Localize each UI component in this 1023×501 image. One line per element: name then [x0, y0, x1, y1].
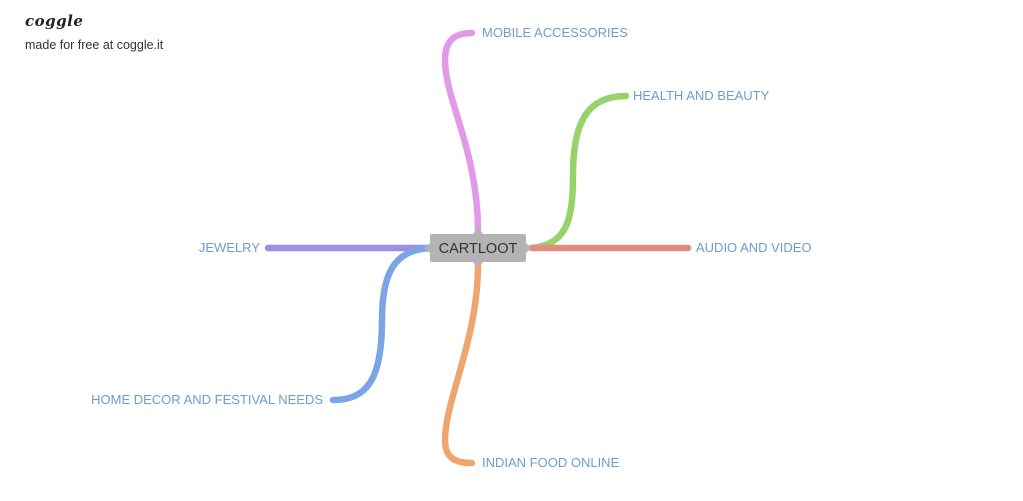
branch-label-mobile-accessories[interactable]: MOBILE ACCESSORIES: [482, 25, 628, 40]
branch-label-health-and-beauty[interactable]: HEALTH AND BEAUTY: [633, 88, 770, 103]
brand-tagline: made for free at coggle.it: [25, 38, 164, 52]
branch-label-home-decor-and-festival-needs[interactable]: HOME DECOR AND FESTIVAL NEEDS: [91, 392, 323, 407]
branch-connector-home-decor-and-festival-needs: [329, 244, 434, 404]
root-node-box: [430, 234, 526, 262]
branch-connectors: [264, 29, 692, 467]
root-node-label: CARTLOOT: [439, 241, 518, 257]
root-node[interactable]: CARTLOOT: [424, 228, 532, 268]
branch-label-jewelry[interactable]: JEWELRY: [199, 240, 260, 255]
root-node-left-notch: [424, 243, 430, 253]
branch-connector-indian-food-online: [441, 260, 482, 467]
coggle-logo: coggle: [25, 12, 84, 30]
branch-connector-mobile-accessories: [441, 29, 482, 236]
root-node-right-notch: [526, 243, 532, 253]
root-node-bottom-notch: [473, 262, 483, 268]
branch-label-audio-and-video[interactable]: AUDIO AND VIDEO: [696, 240, 812, 255]
branch-labels: MOBILE ACCESSORIES HEALTH AND BEAUTY AUD…: [91, 25, 811, 470]
branch-connector-health-and-beauty: [528, 92, 630, 252]
branch-label-indian-food-online[interactable]: INDIAN FOOD ONLINE: [482, 455, 620, 470]
root-node-top-notch: [473, 228, 483, 234]
